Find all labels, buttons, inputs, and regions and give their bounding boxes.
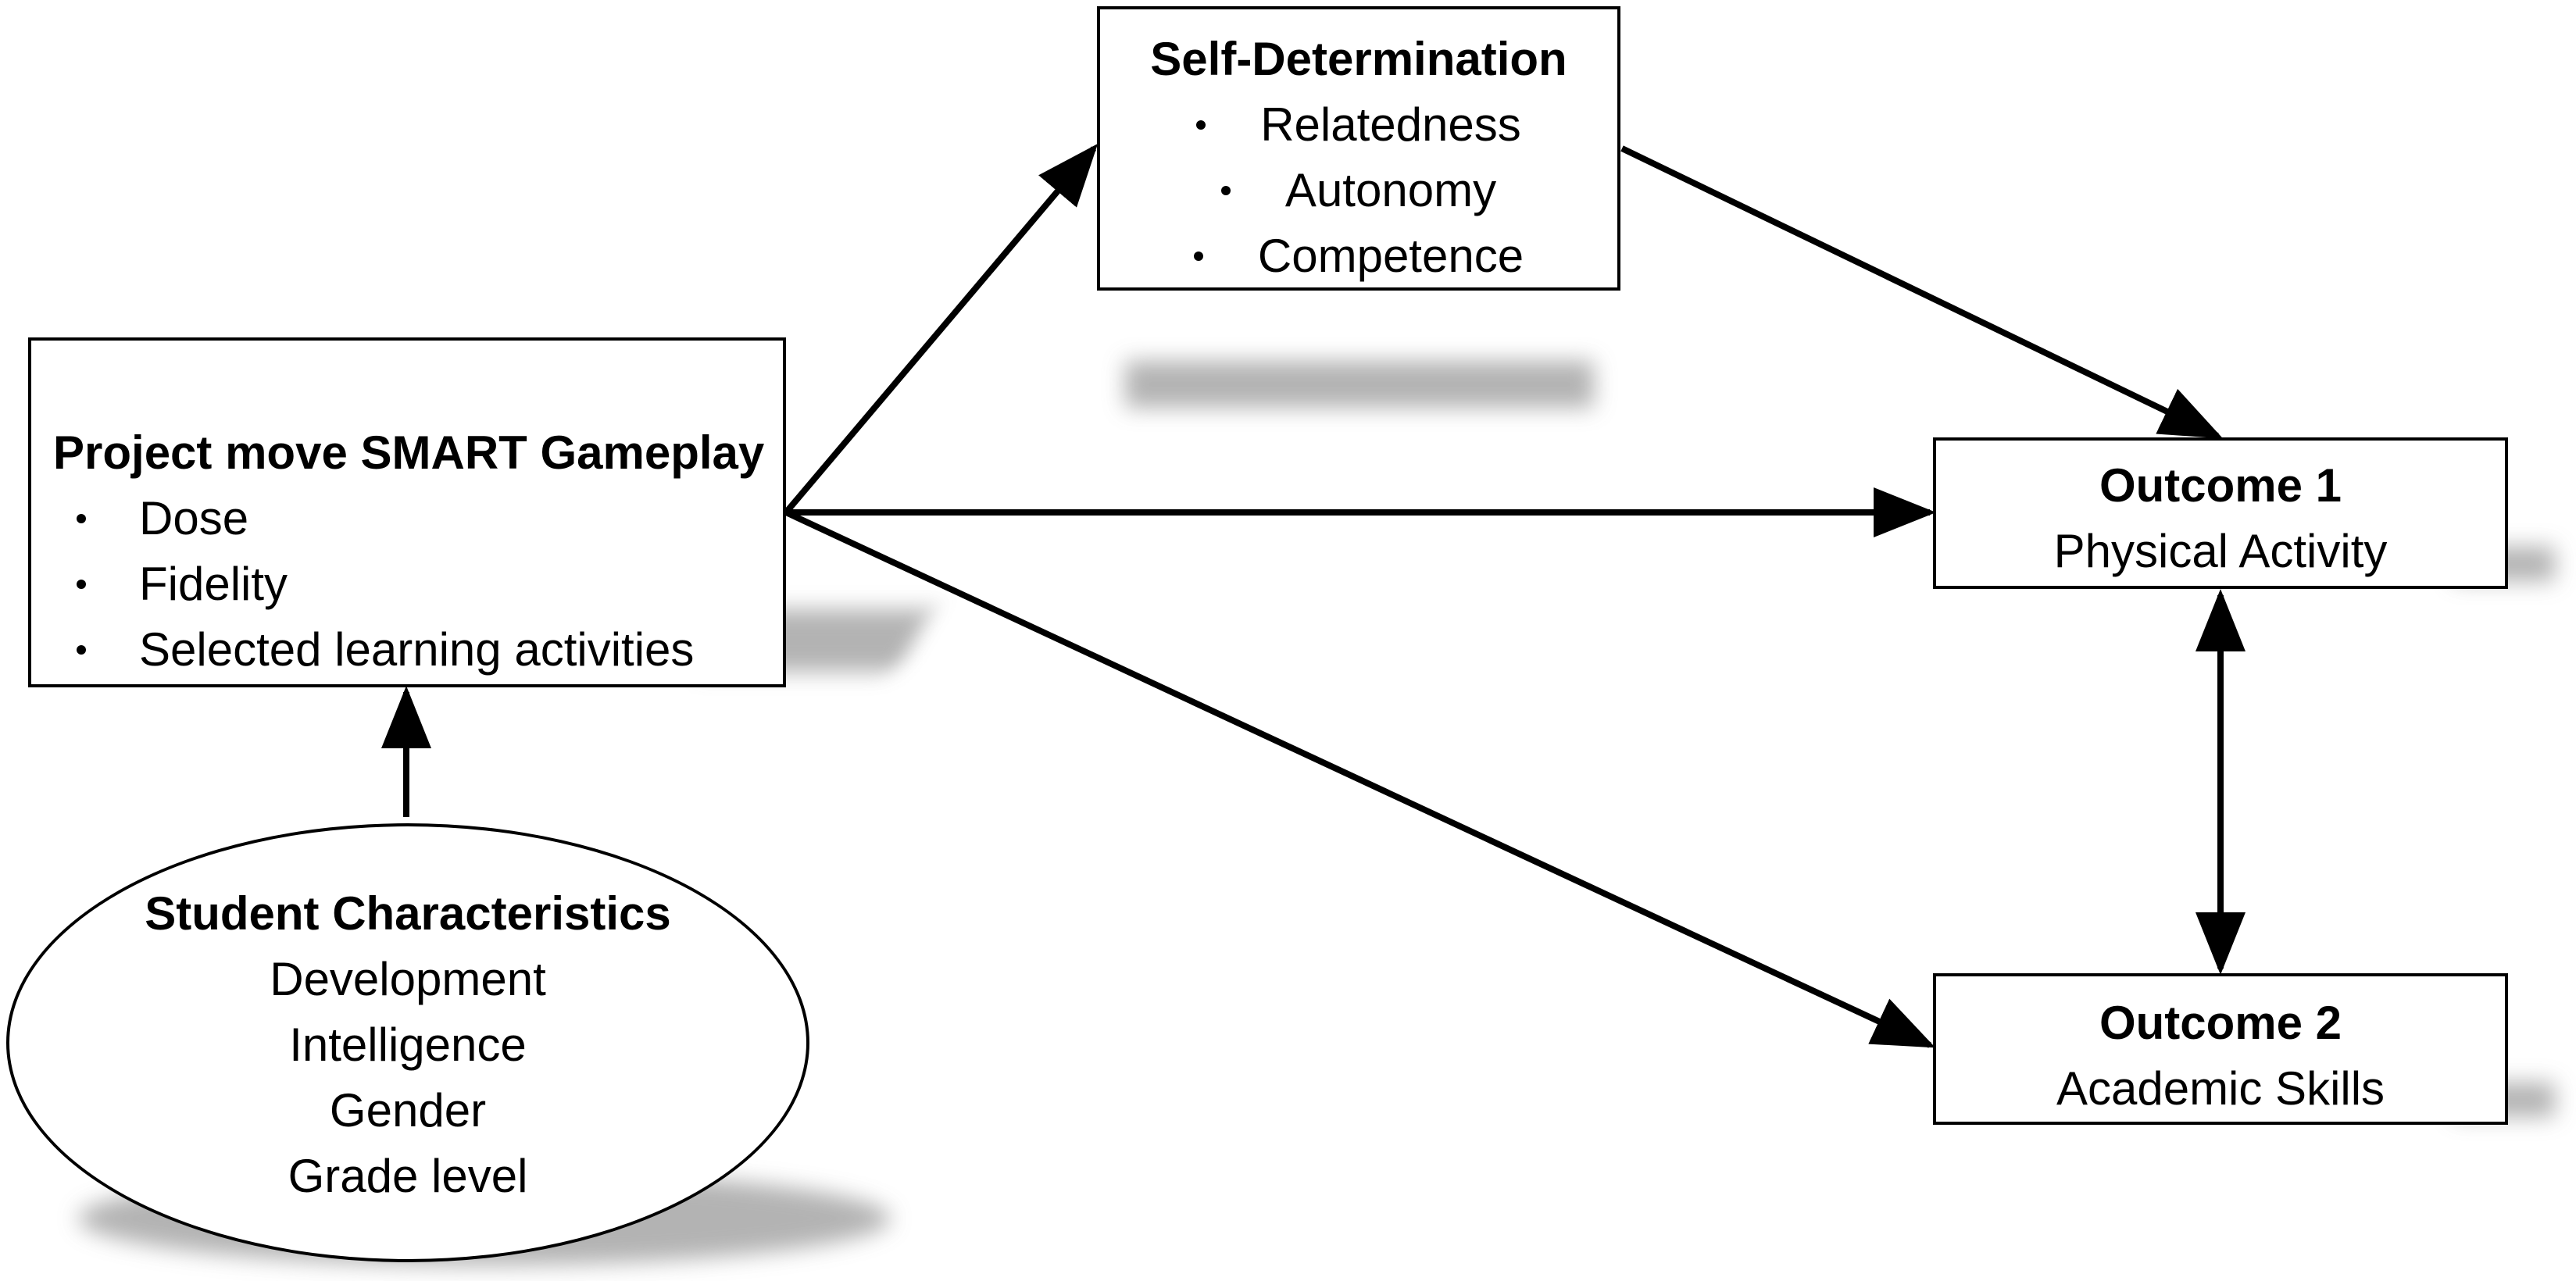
bullet-icon <box>77 580 86 589</box>
project-item: Fidelity <box>53 551 783 617</box>
project-item-label: Selected learning activities <box>139 623 695 676</box>
project-item: Selected learning activities <box>53 617 783 683</box>
student-title: Student Characteristics <box>145 887 671 940</box>
bullet-icon <box>1193 252 1203 261</box>
bullet-icon <box>1196 120 1206 130</box>
student-characteristics-ellipse: Student Characteristics Development Inte… <box>6 823 809 1262</box>
self-determination-shadow <box>1125 361 1594 408</box>
self-determination-box: Self-Determination Relatedness Autonomy … <box>1097 6 1620 291</box>
bullet-icon <box>77 645 86 655</box>
project-item: Dose <box>53 486 783 551</box>
outcome1-box: Outcome 1 Physical Activity <box>1933 437 2508 589</box>
project-item-label: Dose <box>139 492 249 544</box>
arrow-project-to-outcome2 <box>784 509 1936 1048</box>
outcome1-subtitle: Physical Activity <box>2053 525 2388 577</box>
outcome1-title: Outcome 1 <box>2099 459 2342 512</box>
outcome2-subtitle: Academic Skills <box>2056 1062 2385 1115</box>
arrow-self-determination-to-outcome1 <box>1620 145 2224 439</box>
student-item: Gender <box>329 1084 487 1136</box>
project-title: Project move SMART Gameplay <box>53 426 765 479</box>
self-determination-item-label: Autonomy <box>1284 164 1497 216</box>
student-item: Grade level <box>288 1150 528 1202</box>
student-item: Development <box>270 953 546 1005</box>
outcome2-title: Outcome 2 <box>2099 997 2342 1049</box>
outcome2-box: Outcome 2 Academic Skills <box>1933 973 2508 1125</box>
student-item: Intelligence <box>289 1019 527 1071</box>
project-box: Project move SMART Gameplay Dose Fidelit… <box>28 337 786 687</box>
self-determination-item: Relatedness <box>1100 92 1617 158</box>
arrow-project-to-self-determination <box>783 143 1099 515</box>
bullet-icon <box>1220 186 1231 195</box>
self-determination-item-label: Relatedness <box>1260 98 1521 151</box>
bullet-icon <box>77 514 86 523</box>
self-determination-item: Competence <box>1100 223 1617 289</box>
self-determination-title: Self-Determination <box>1150 33 1567 85</box>
self-determination-item: Autonomy <box>1100 158 1617 223</box>
self-determination-item-label: Competence <box>1257 230 1524 282</box>
project-item-label: Fidelity <box>139 558 288 610</box>
